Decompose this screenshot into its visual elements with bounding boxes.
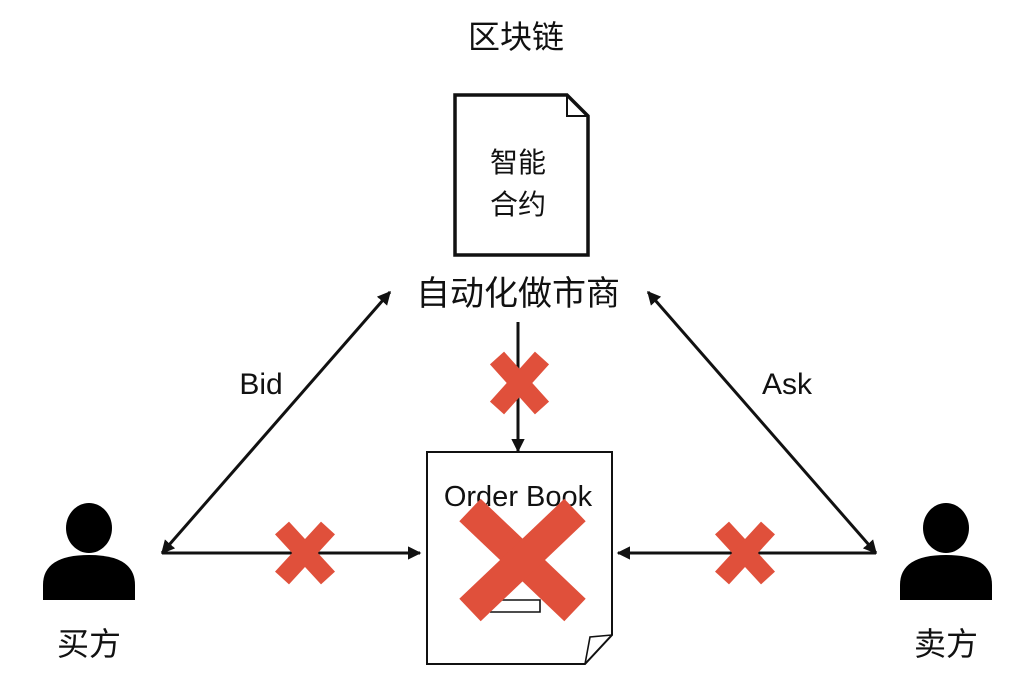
- cross-icon: [489, 351, 550, 415]
- ask-edge: [646, 290, 878, 555]
- diagram-title: 区块链: [468, 18, 564, 56]
- contract-label-line1: 智能: [490, 146, 546, 179]
- buyer-label: 买方: [57, 625, 121, 663]
- person-icon: [900, 503, 992, 600]
- bid-label: Bid: [239, 368, 282, 401]
- seller-label: 卖方: [914, 625, 978, 663]
- person-icon: [43, 503, 135, 600]
- document-icon: [453, 93, 590, 257]
- ask-label: Ask: [762, 368, 813, 401]
- seller-node: 卖方: [900, 503, 992, 663]
- cross-icon: [275, 521, 335, 585]
- amm-label: 自动化做市商: [416, 274, 620, 314]
- cross-icon: [715, 521, 775, 585]
- smart-contract-node: 智能 合约: [453, 93, 590, 257]
- cross-icon: [459, 498, 586, 622]
- buyer-node: 买方: [43, 503, 135, 663]
- contract-label-line2: 合约: [490, 188, 546, 221]
- bid-edge: [160, 290, 392, 555]
